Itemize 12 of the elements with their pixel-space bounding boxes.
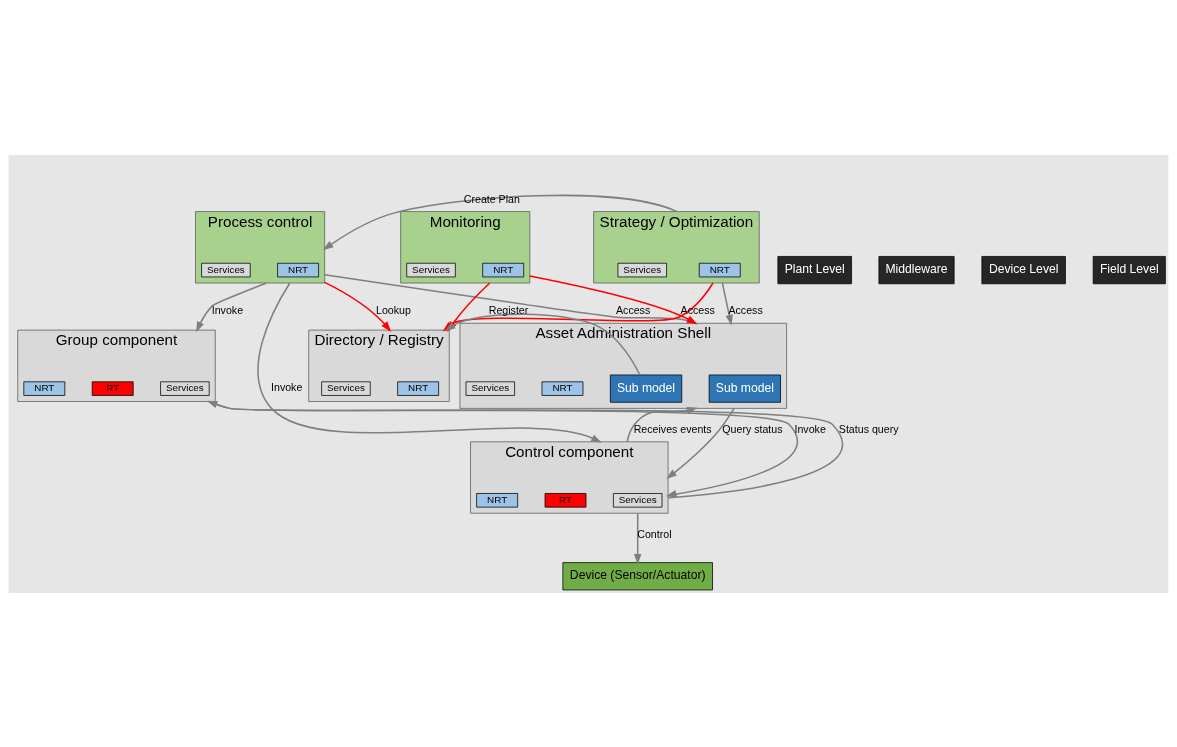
edge-label: Query status [722,422,783,435]
edge-label: Invoke [211,303,244,316]
edge-label: Status query [838,422,899,435]
edge-label: Lookup [376,303,411,316]
edge-label: Access [616,303,651,316]
edge-label: Invoke [271,380,303,393]
edge-label: Control [637,527,672,540]
edge-label: Invoke [794,422,826,435]
edge-label: Receives events [633,422,712,435]
edge-label: Access [728,303,763,316]
edge-label: Create Plan [463,192,520,205]
edge-label: Register [488,303,529,316]
